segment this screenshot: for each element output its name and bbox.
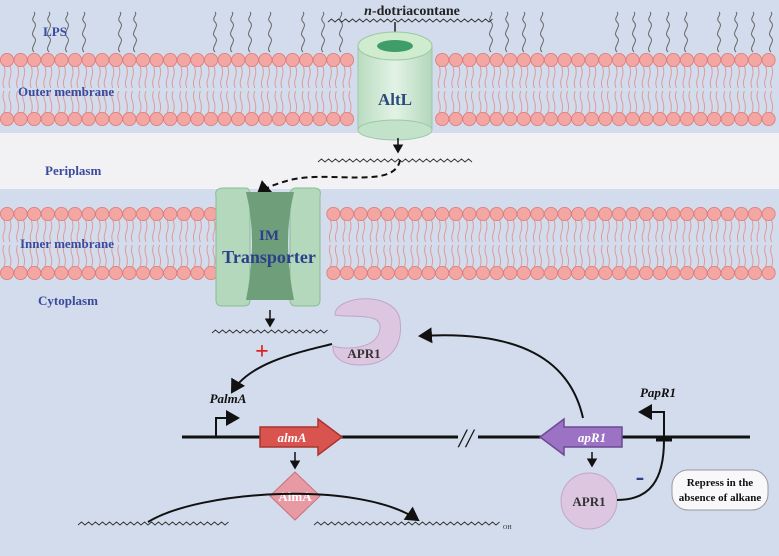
alma-reaction-arrow <box>147 492 420 523</box>
alkane-chain-top <box>327 18 493 23</box>
apr1-gene-label: apR1 <box>578 430 606 445</box>
altl-channel: AltL <box>357 31 433 141</box>
apr1-regulator-bottom: APR1 <box>560 472 618 530</box>
lps-chains <box>32 11 773 53</box>
palma-label: PalmA <box>210 391 247 406</box>
cytoplasm-label: Cytoplasm <box>38 293 98 308</box>
im-label: IM <box>259 228 279 244</box>
apr1-regulator-top: APR1 <box>332 298 402 366</box>
transporter-label: Transporter <box>222 247 316 267</box>
activation-plus: + <box>255 339 269 365</box>
dna-break-mark: // <box>457 424 476 453</box>
periplasm-label: Periplasm <box>45 163 101 178</box>
apr1-top-label: APR1 <box>347 346 380 361</box>
palma-promoter <box>215 410 240 437</box>
papr1-promoter <box>638 404 665 437</box>
apr1-bottom-label: APR1 <box>572 494 605 509</box>
alma-gene: almA <box>259 417 344 457</box>
repress-line-1: Repress in the <box>687 477 754 489</box>
alma-enzyme: AlmA <box>269 471 321 521</box>
oh-label: OH <box>503 525 512 531</box>
alma-enzyme-label: AlmA <box>278 489 312 504</box>
repress-line-2: absence of alkane <box>679 492 762 504</box>
alcohol-product-chain <box>313 521 500 526</box>
membranes <box>0 53 776 280</box>
repression-minus: - <box>636 462 645 491</box>
alkane-chain-periplasm <box>317 158 473 163</box>
papr1-label: PapR1 <box>640 385 676 400</box>
apr1-activation-arrow <box>230 343 333 394</box>
outer-membrane-label: Outer membrane <box>18 84 114 99</box>
lps-label: LPS <box>43 24 67 39</box>
alkane-substrate-chain <box>77 521 229 526</box>
transport-dashed-arrow <box>256 159 401 196</box>
apr1-gene: apR1 <box>538 417 623 457</box>
altl-label: AltL <box>378 90 412 109</box>
apr1-translation-arrow <box>418 327 584 419</box>
repress-callout: Repress in the absence of alkane <box>671 469 769 511</box>
alkane-chain-cytoplasm <box>211 329 328 334</box>
repression-line <box>616 439 665 501</box>
substrate-label: n-dotriacontane <box>364 4 460 19</box>
im-transporter: IM Transporter <box>215 187 321 307</box>
inner-membrane-label: Inner membrane <box>20 236 114 251</box>
alma-gene-label: almA <box>278 430 307 445</box>
